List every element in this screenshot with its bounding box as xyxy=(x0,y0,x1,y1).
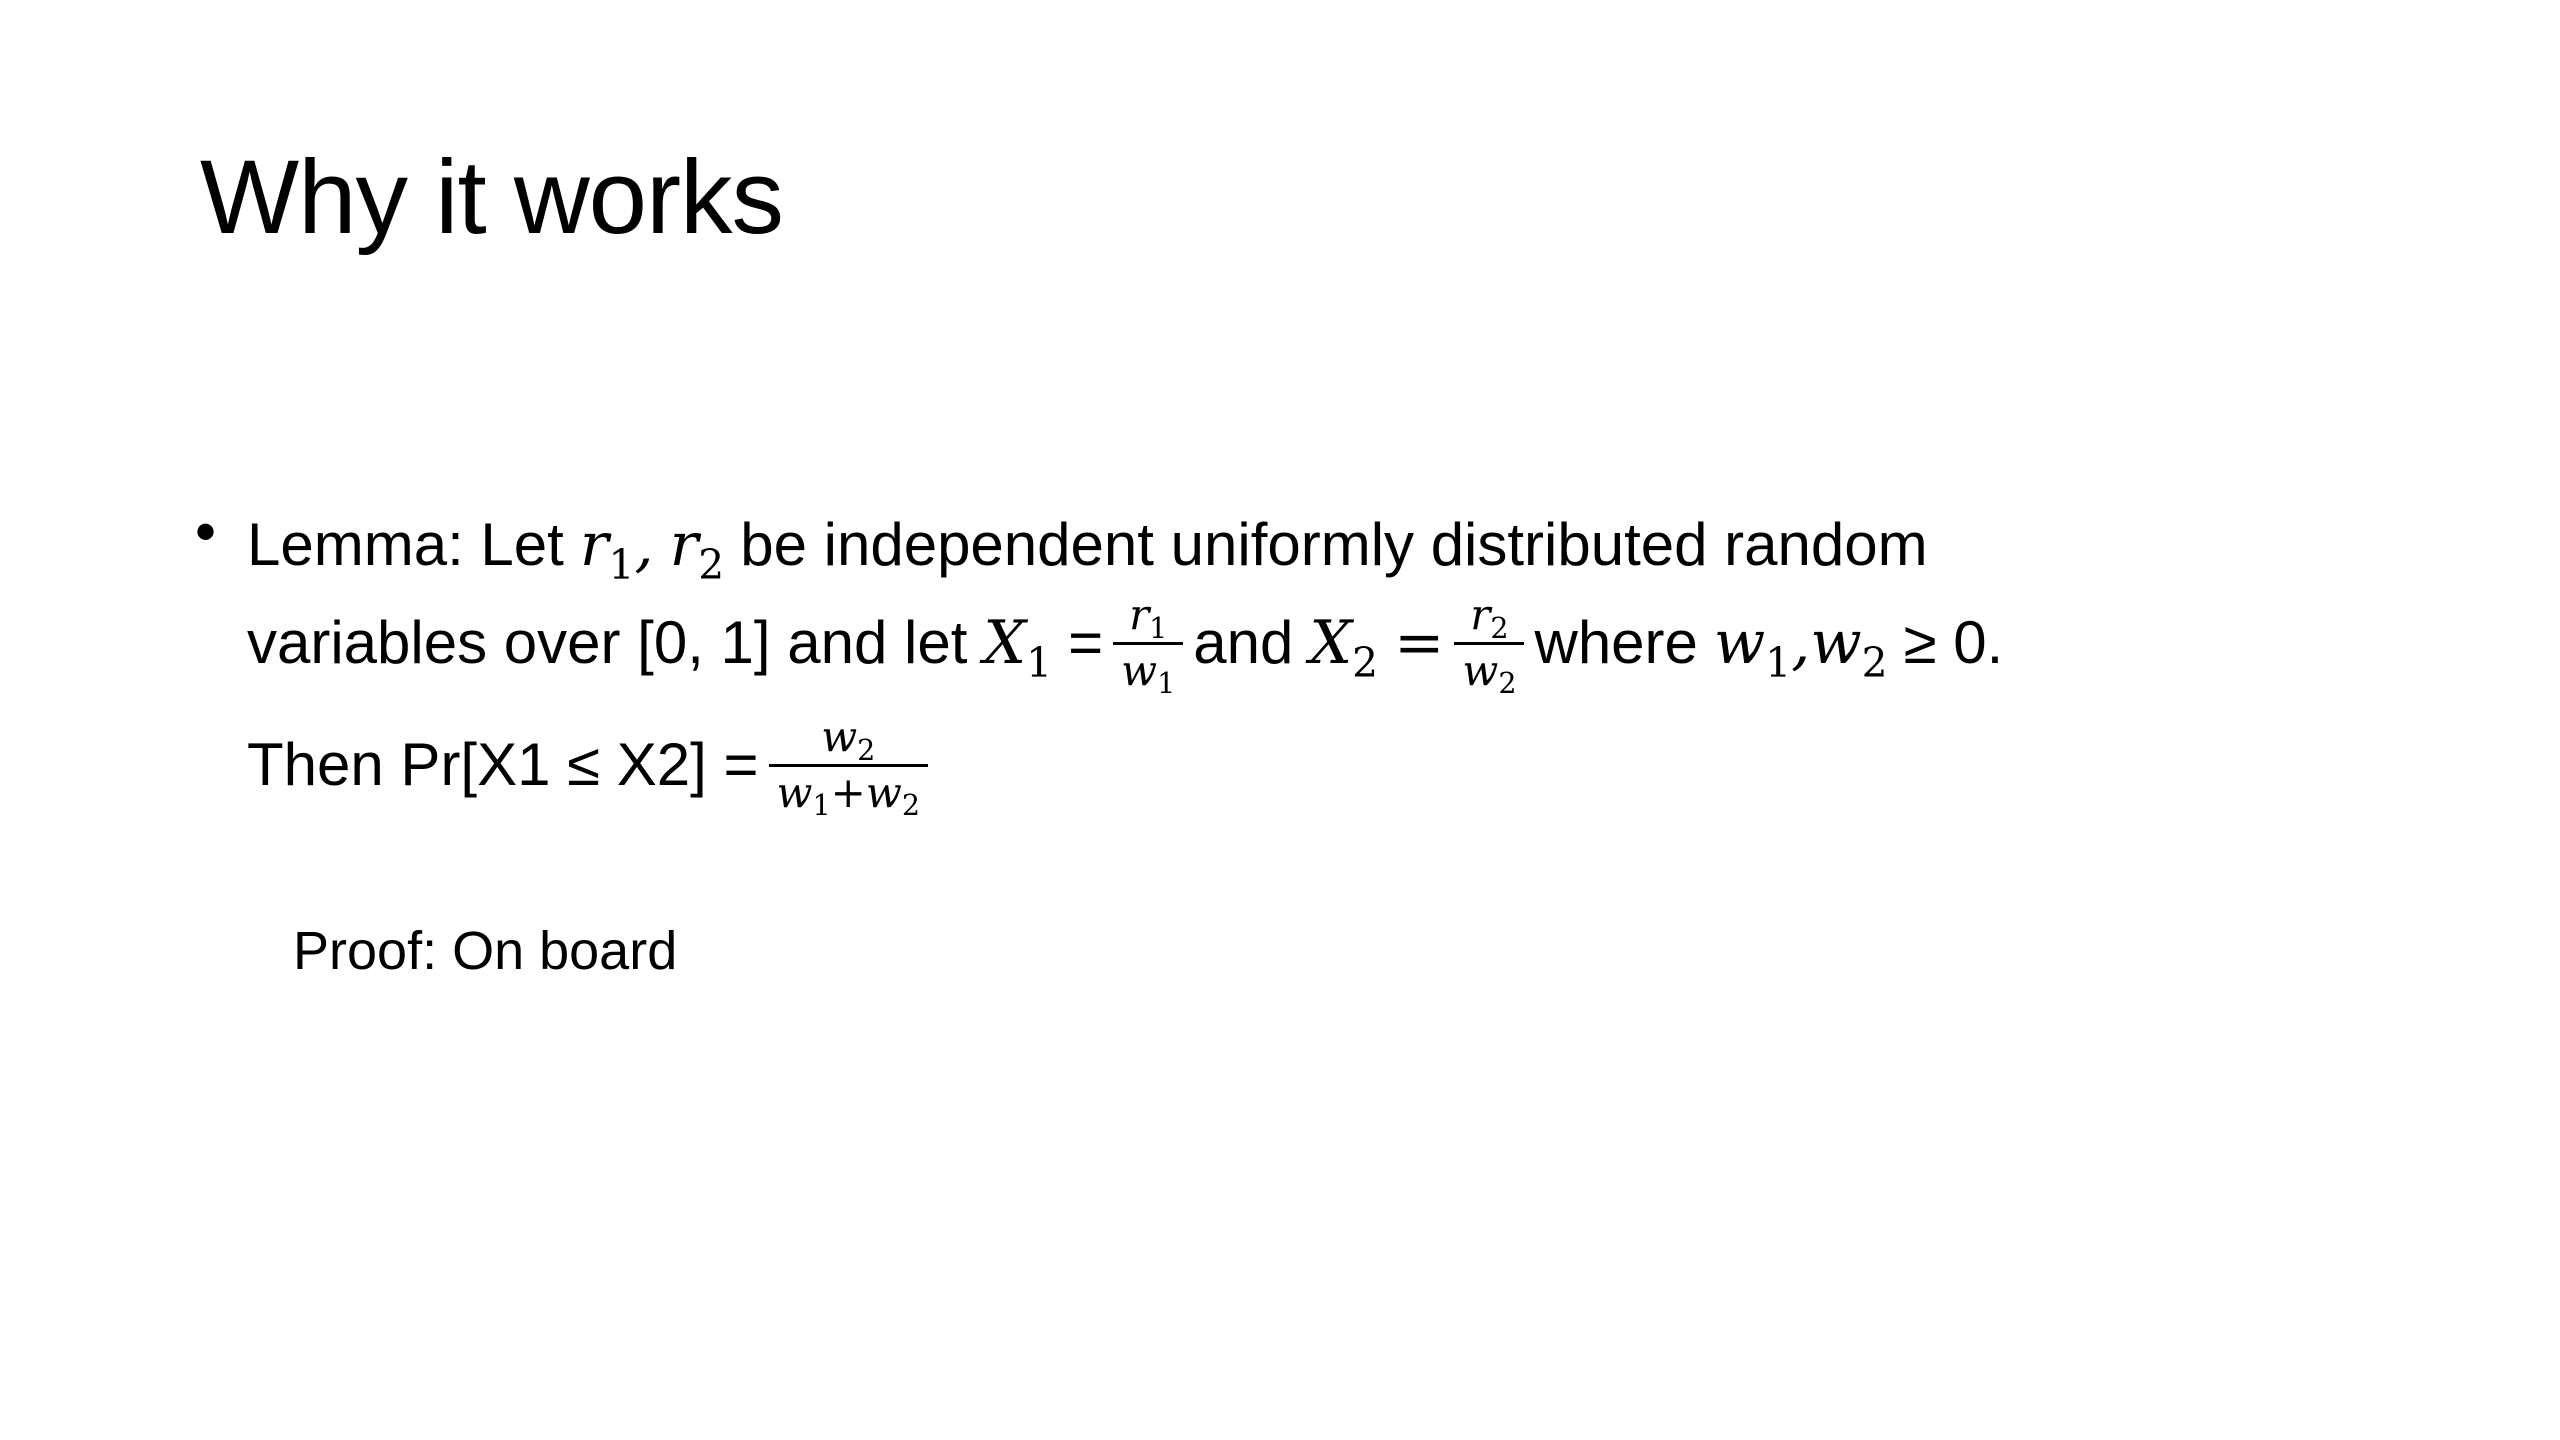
var-X1: X1 xyxy=(983,608,1053,688)
lemma-text-variables: variables over [0, 1] and let xyxy=(247,609,968,676)
comma: , xyxy=(634,510,654,580)
equals-sign-2: = xyxy=(1394,608,1445,678)
fraction-w2-over-sum: w2 w1+w2 xyxy=(768,715,928,820)
geq-zero: ≥ 0. xyxy=(1903,609,2004,676)
slide-title: Why it works xyxy=(200,139,784,256)
lemma-line-2: variables over [0, 1] and let X1 = r1 w1… xyxy=(247,588,2003,698)
var-r2: r2 xyxy=(669,510,725,590)
var-r1: r1 xyxy=(579,510,635,590)
where-text: where xyxy=(1534,609,1698,676)
lemma-line-3: Then Pr[X1 ≤ X2] = w2 w1+w2 xyxy=(247,700,938,830)
fraction-r1-over-w1: r1 w1 xyxy=(1113,593,1184,698)
comma-2: , xyxy=(1791,608,1811,678)
then-text: Then Pr[X1 ≤ X2] = xyxy=(247,731,759,798)
var-w1: w1 xyxy=(1713,608,1792,688)
fraction-r2-over-w2: r2 w2 xyxy=(1454,593,1525,698)
lemma-text-be: be independent uniformly distributed ran… xyxy=(740,511,1928,578)
equals-sign: = xyxy=(1068,609,1104,676)
proof-note: Proof: On board xyxy=(293,921,678,981)
and-text: and xyxy=(1193,609,1294,676)
lemma-prefix: Lemma: Let xyxy=(247,511,564,578)
var-X2: X2 xyxy=(1309,608,1379,688)
lemma-line-1: Lemma: Let r1, r2 be independent uniform… xyxy=(247,500,1928,590)
bullet-marker: • xyxy=(195,498,217,565)
var-w2: w2 xyxy=(1810,608,1888,688)
